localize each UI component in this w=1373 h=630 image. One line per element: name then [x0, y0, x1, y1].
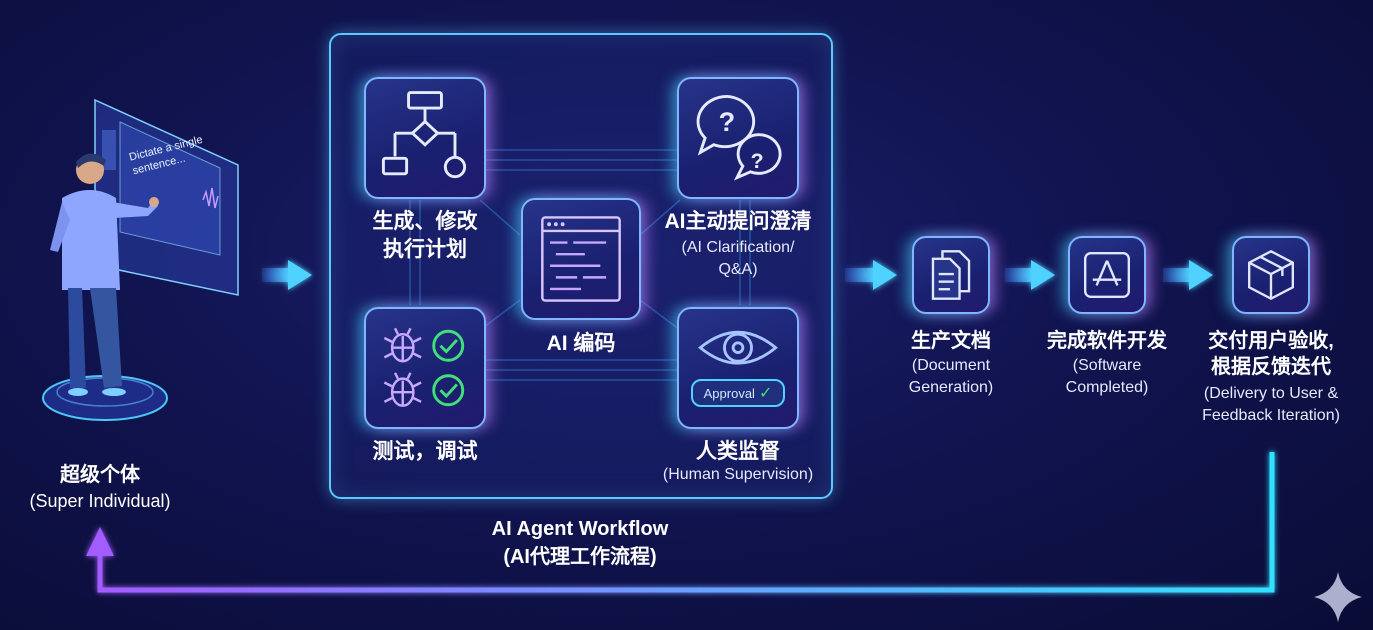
question-bubbles-icon: ? ? — [696, 94, 782, 181]
code-window-icon — [541, 216, 621, 302]
document-icon — [931, 250, 971, 300]
eye-icon — [697, 330, 779, 365]
document-label-en-1: (Document — [911, 357, 991, 374]
document-label: 生产文档 — [911, 330, 991, 352]
document-card — [912, 236, 990, 314]
approval-badge-text: Approval — [703, 385, 755, 401]
super-individual-label: 超级个体 — [60, 464, 140, 486]
svg-text:?: ? — [751, 149, 764, 173]
clarify-label-en-2: Q&A) — [718, 261, 758, 278]
clarify-label: AI主动提问澄清 — [664, 210, 812, 233]
plan-card — [364, 77, 486, 199]
check-circle-icon — [432, 329, 465, 362]
flowchart-icon — [381, 91, 467, 179]
circuit-lines — [409, 149, 751, 381]
feedback-loop-arrowhead — [86, 527, 114, 556]
flow-arrow-1 — [262, 260, 312, 290]
coding-card — [521, 198, 641, 320]
supervision-card: Approval ✓ — [677, 307, 799, 429]
workflow-title-cn: (AI代理工作流程) — [503, 546, 657, 568]
document-label-en-2: Generation) — [908, 379, 994, 396]
software-label: 完成软件开发 — [1047, 330, 1167, 352]
app-store-icon — [1083, 251, 1131, 299]
software-label-en-2: Completed) — [1065, 379, 1149, 396]
sparkle-icon — [1314, 572, 1362, 622]
flow-arrow-2 — [845, 260, 897, 290]
delivery-label-line1: 交付用户验收, — [1208, 330, 1334, 352]
package-box-icon — [1247, 249, 1295, 301]
plan-label-line2: 执行计划 — [383, 238, 467, 261]
coding-label: AI 编码 — [546, 332, 616, 355]
bug-icon-2 — [383, 372, 422, 407]
workflow-title: AI Agent Workflow — [491, 518, 669, 540]
check-circle-icon-2 — [432, 374, 465, 407]
checkmark-icon: ✓ — [758, 385, 773, 402]
delivery-card — [1232, 236, 1310, 314]
supervision-label-en: (Human Supervision) — [662, 466, 814, 483]
flow-arrow-3 — [1005, 260, 1055, 290]
supervision-label: 人类监督 — [696, 440, 780, 463]
software-label-en-1: (Software — [1072, 357, 1142, 374]
clarify-card: ? ? — [677, 77, 799, 199]
approval-badge: Approval ✓ — [691, 379, 785, 407]
super-individual-label-en: (Super Individual) — [29, 491, 171, 511]
clarify-label-en-1: (AI Clarification/ — [681, 239, 795, 256]
plan-label-line1: 生成、修改 — [372, 210, 478, 233]
feedback-loop-line — [97, 452, 1275, 593]
testing-card — [364, 307, 486, 429]
delivery-label-line2: 根据反馈迭代 — [1211, 356, 1331, 378]
svg-text:?: ? — [719, 106, 736, 137]
delivery-label-en-2: Feedback Iteration) — [1202, 407, 1340, 424]
testing-label: 测试，调试 — [372, 440, 478, 463]
super-individual-illustration: Dictate a single sentence... — [20, 90, 250, 440]
delivery-label-en-1: (Delivery to User & — [1203, 385, 1339, 402]
software-card — [1068, 236, 1146, 314]
bug-icon — [383, 327, 422, 363]
flow-arrow-4 — [1163, 260, 1213, 290]
